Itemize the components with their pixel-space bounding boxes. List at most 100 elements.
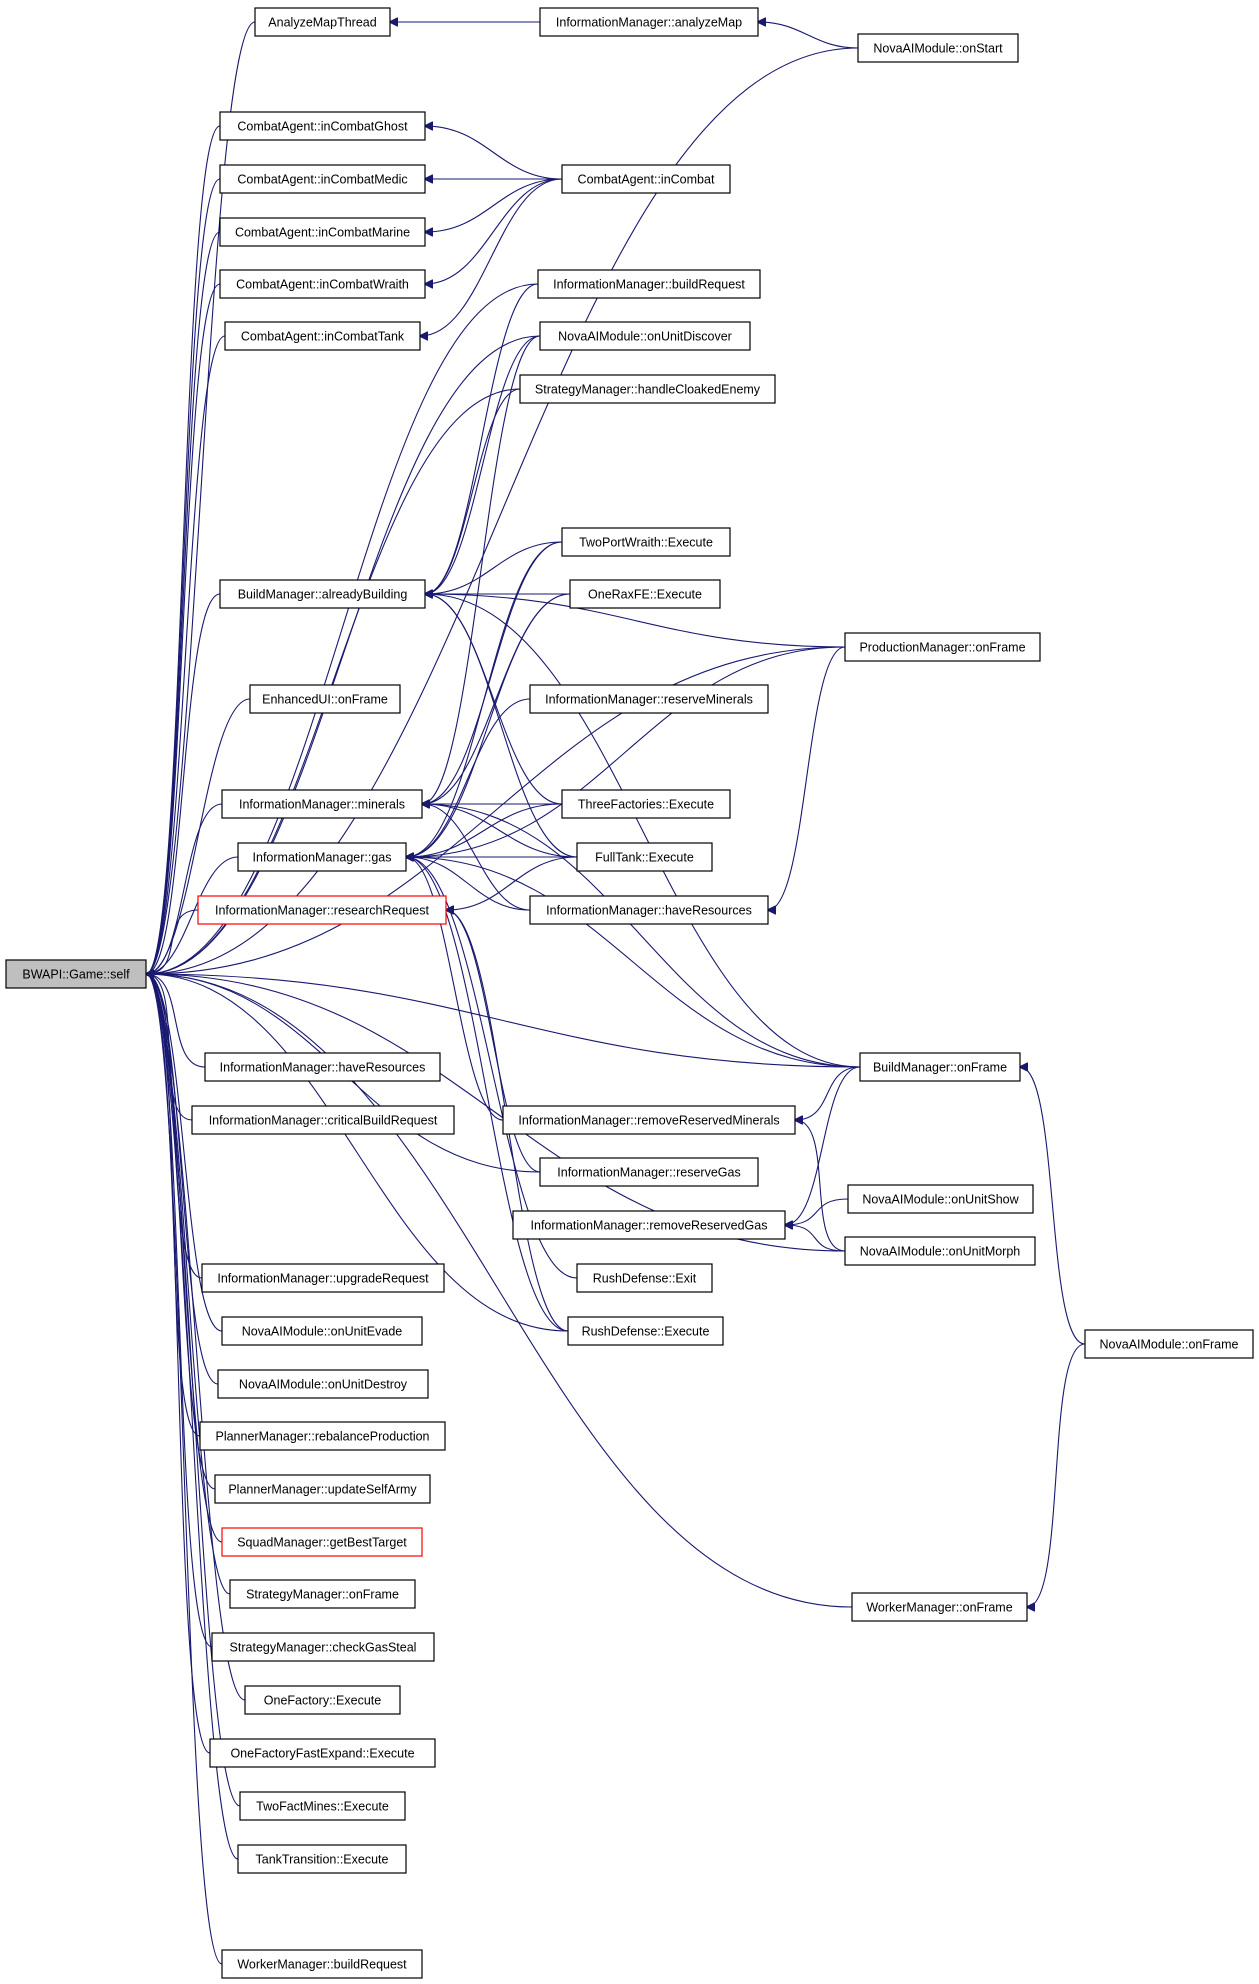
node-im_gas[interactable]: InformationManager::gas — [237, 842, 407, 872]
node-twoFactMines[interactable]: TwoFactMines::Execute — [239, 1791, 406, 1821]
node-fullTank[interactable]: FullTank::Execute — [576, 842, 713, 872]
node-im_removeResGas[interactable]: InformationManager::removeReservedGas — [512, 1210, 786, 1240]
node-im_analyzeMap[interactable]: InformationManager::analyzeMap — [539, 7, 759, 37]
node-box[interactable] — [224, 321, 421, 351]
node-box[interactable] — [204, 1052, 441, 1082]
node-box[interactable] — [219, 269, 426, 299]
node-box[interactable] — [217, 1369, 429, 1399]
node-box[interactable] — [249, 684, 401, 714]
node-box[interactable] — [219, 164, 426, 194]
node-box[interactable] — [529, 684, 769, 714]
node-wm_buildRequest[interactable]: WorkerManager::buildRequest — [221, 1949, 423, 1979]
node-oneFactory[interactable]: OneFactory::Execute — [244, 1685, 401, 1715]
node-threeFactories[interactable]: ThreeFactories::Execute — [561, 789, 731, 819]
node-nova_onUnitMorph[interactable]: NovaAIModule::onUnitMorph — [844, 1236, 1036, 1266]
node-box[interactable] — [5, 959, 147, 989]
node-box[interactable] — [219, 579, 426, 609]
node-ca_marine[interactable]: CombatAgent::inCombatMarine — [219, 217, 426, 247]
node-box[interactable] — [576, 842, 713, 872]
node-wm_onFrame[interactable]: WorkerManager::onFrame — [851, 1592, 1028, 1622]
node-nova_onUnitDestroy[interactable]: NovaAIModule::onUnitDestroy — [217, 1369, 429, 1399]
node-sm_handleCloaked[interactable]: StrategyManager::handleCloakedEnemy — [519, 374, 776, 404]
node-box[interactable] — [576, 1263, 713, 1293]
node-pm_onFrame[interactable]: ProductionManager::onFrame — [844, 632, 1041, 662]
node-box[interactable] — [1084, 1329, 1254, 1359]
node-im_reserveGas[interactable]: InformationManager::reserveGas — [539, 1157, 759, 1187]
node-rushDef_exec[interactable]: RushDefense::Execute — [567, 1316, 724, 1346]
node-oneFactoryFE[interactable]: OneFactoryFastExpand::Execute — [209, 1738, 436, 1768]
node-im_researchRequest[interactable]: InformationManager::researchRequest — [197, 895, 447, 925]
node-box[interactable] — [539, 7, 759, 37]
node-box[interactable] — [502, 1105, 796, 1135]
node-tankTransition[interactable]: TankTransition::Execute — [237, 1844, 407, 1874]
node-box[interactable] — [209, 1738, 436, 1768]
node-box[interactable] — [244, 1685, 401, 1715]
node-ca_tank[interactable]: CombatAgent::inCombatTank — [224, 321, 421, 351]
node-box[interactable] — [859, 1052, 1021, 1082]
node-im_buildRequest[interactable]: InformationManager::buildRequest — [537, 269, 761, 299]
node-box[interactable] — [851, 1592, 1028, 1622]
node-box[interactable] — [199, 1421, 446, 1451]
node-im_minerals[interactable]: InformationManager::minerals — [221, 789, 423, 819]
node-im_haveResources_r[interactable]: InformationManager::haveResources — [529, 895, 769, 925]
node-box[interactable] — [537, 269, 761, 299]
node-nova_onUnitEvade[interactable]: NovaAIModule::onUnitEvade — [221, 1316, 423, 1346]
node-box[interactable] — [519, 374, 776, 404]
node-im_reserveMinerals[interactable]: InformationManager::reserveMinerals — [529, 684, 769, 714]
node-box[interactable] — [512, 1210, 786, 1240]
node-ca_inCombat[interactable]: CombatAgent::inCombat — [561, 164, 731, 194]
node-im_removeResMin[interactable]: InformationManager::removeReservedMinera… — [502, 1105, 796, 1135]
node-box[interactable] — [561, 164, 731, 194]
node-analyzeMapThread[interactable]: AnalyzeMapThread — [254, 7, 391, 37]
node-box[interactable] — [561, 789, 731, 819]
node-box[interactable] — [857, 33, 1019, 63]
node-nova_onStart[interactable]: NovaAIModule::onStart — [857, 33, 1019, 63]
node-box[interactable] — [221, 1316, 423, 1346]
node-box[interactable] — [254, 7, 391, 37]
node-rushDef_exit[interactable]: RushDefense::Exit — [576, 1263, 713, 1293]
node-box[interactable] — [221, 1527, 423, 1557]
node-bwapi_self[interactable]: BWAPI::Game::self — [5, 959, 147, 989]
node-im_haveResources_l[interactable]: InformationManager::haveResources — [204, 1052, 441, 1082]
node-sm_onFrame[interactable]: StrategyManager::onFrame — [229, 1579, 416, 1609]
node-box[interactable] — [221, 789, 423, 819]
node-ca_medic[interactable]: CombatAgent::inCombatMedic — [219, 164, 426, 194]
node-box[interactable] — [844, 632, 1041, 662]
node-oneRaxFE[interactable]: OneRaxFE::Execute — [569, 579, 721, 609]
node-twoPortWraith[interactable]: TwoPortWraith::Execute — [561, 527, 731, 557]
node-box[interactable] — [191, 1105, 455, 1135]
node-eui_onFrame[interactable]: EnhancedUI::onFrame — [249, 684, 401, 714]
node-ca_wraith[interactable]: CombatAgent::inCombatWraith — [219, 269, 426, 299]
node-box[interactable] — [567, 1316, 724, 1346]
node-box[interactable] — [561, 527, 731, 557]
node-box[interactable] — [539, 321, 751, 351]
node-bm_onFrame[interactable]: BuildManager::onFrame — [859, 1052, 1021, 1082]
node-box[interactable] — [219, 217, 426, 247]
node-im_upgrade[interactable]: InformationManager::upgradeRequest — [201, 1263, 445, 1293]
node-ca_ghost[interactable]: CombatAgent::inCombatGhost — [219, 111, 426, 141]
node-box[interactable] — [847, 1184, 1034, 1214]
node-box[interactable] — [211, 1632, 435, 1662]
node-box[interactable] — [237, 1844, 407, 1874]
node-box[interactable] — [221, 1949, 423, 1979]
node-bm_alreadyBuilding[interactable]: BuildManager::alreadyBuilding — [219, 579, 426, 609]
node-box[interactable] — [201, 1263, 445, 1293]
node-box[interactable] — [237, 842, 407, 872]
node-box[interactable] — [529, 895, 769, 925]
node-plm_updateArmy[interactable]: PlannerManager::updateSelfArmy — [214, 1474, 431, 1504]
node-box[interactable] — [239, 1791, 406, 1821]
node-nova_onUnitShow[interactable]: NovaAIModule::onUnitShow — [847, 1184, 1034, 1214]
node-box[interactable] — [197, 895, 447, 925]
node-sm_gasSteal[interactable]: StrategyManager::checkGasSteal — [211, 1632, 435, 1662]
node-box[interactable] — [539, 1157, 759, 1187]
node-box[interactable] — [844, 1236, 1036, 1266]
node-im_critBuild[interactable]: InformationManager::criticalBuildRequest — [191, 1105, 455, 1135]
node-nova_onFrame[interactable]: NovaAIModule::onFrame — [1084, 1329, 1254, 1359]
node-sqm_bestTarget[interactable]: SquadManager::getBestTarget — [221, 1527, 423, 1557]
node-box[interactable] — [229, 1579, 416, 1609]
node-plm_rebalance[interactable]: PlannerManager::rebalanceProduction — [199, 1421, 446, 1451]
node-box[interactable] — [219, 111, 426, 141]
node-nova_onUnitDiscover[interactable]: NovaAIModule::onUnitDiscover — [539, 321, 751, 351]
node-box[interactable] — [214, 1474, 431, 1504]
node-box[interactable] — [569, 579, 721, 609]
